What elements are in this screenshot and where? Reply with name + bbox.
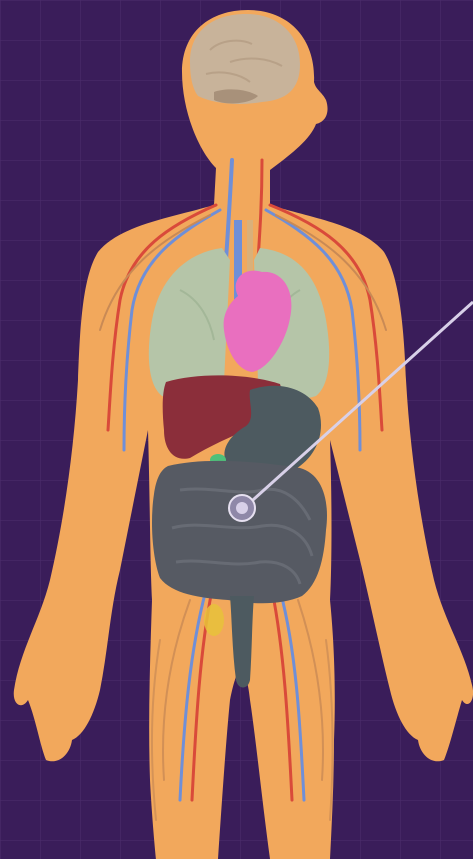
hotspot-inner-dot[interactable] (236, 502, 248, 514)
organ-hotspot[interactable] (229, 495, 255, 521)
brain (190, 14, 300, 104)
